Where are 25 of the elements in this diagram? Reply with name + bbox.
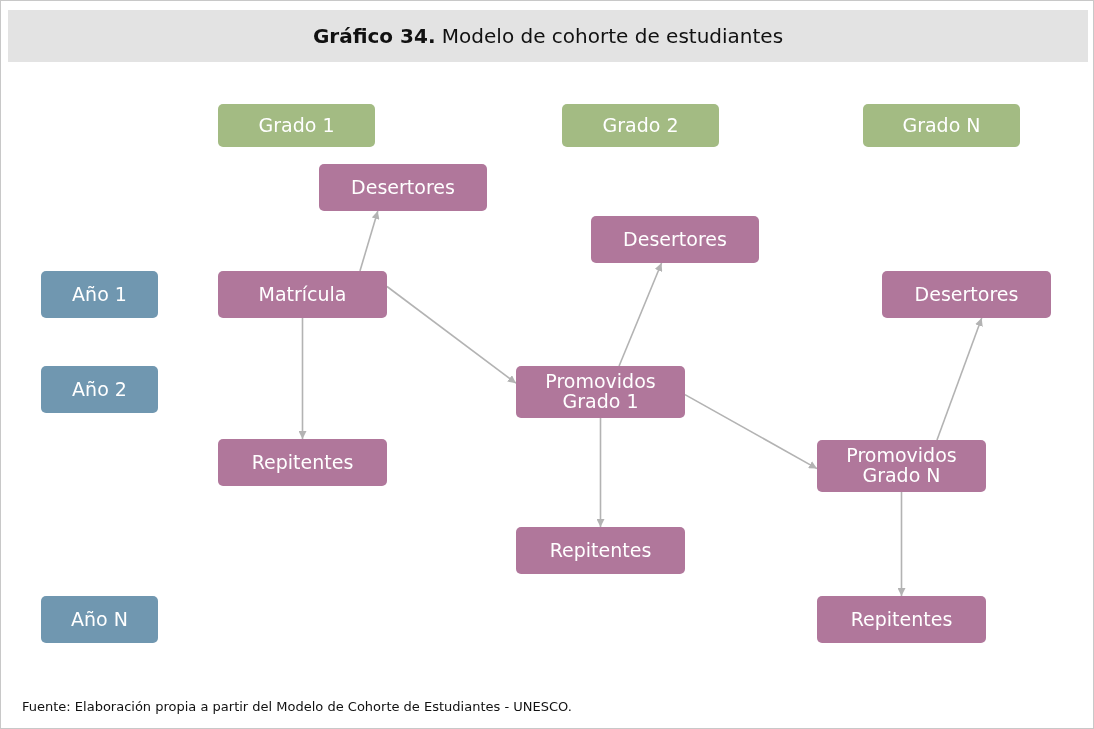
process-box: Promovidos Grado N: [817, 440, 986, 492]
arrow: [684, 393, 818, 470]
arrow: [936, 317, 983, 441]
year-box: Año N: [41, 596, 158, 643]
arrow: [618, 262, 663, 367]
source-note: Fuente: Elaboración propia a partir del Modelo de Cohorte de Estudiantes - UNESCO.: [22, 699, 572, 714]
year-box: Año 1: [41, 271, 158, 318]
arrow: [298, 317, 307, 440]
grade-box: Grado 2: [562, 104, 719, 147]
process-box: Desertores: [882, 271, 1051, 318]
grade-box: Grado 1: [218, 104, 375, 147]
process-box: Repitentes: [516, 527, 685, 574]
arrow: [359, 210, 380, 272]
grade-box: Grado N: [863, 104, 1020, 147]
process-box: Promovidos Grado 1: [516, 366, 685, 418]
arrow: [596, 417, 605, 528]
arrow: [897, 491, 906, 597]
arrow: [386, 285, 517, 384]
process-box: Desertores: [591, 216, 759, 263]
chart-title: Gráfico 34. Modelo de cohorte de estudiantes: [8, 10, 1088, 62]
process-box: Repitentes: [218, 439, 387, 486]
year-box: Año 2: [41, 366, 158, 413]
process-box: Matrícula: [218, 271, 387, 318]
process-box: Repitentes: [817, 596, 986, 643]
process-box: Desertores: [319, 164, 487, 211]
